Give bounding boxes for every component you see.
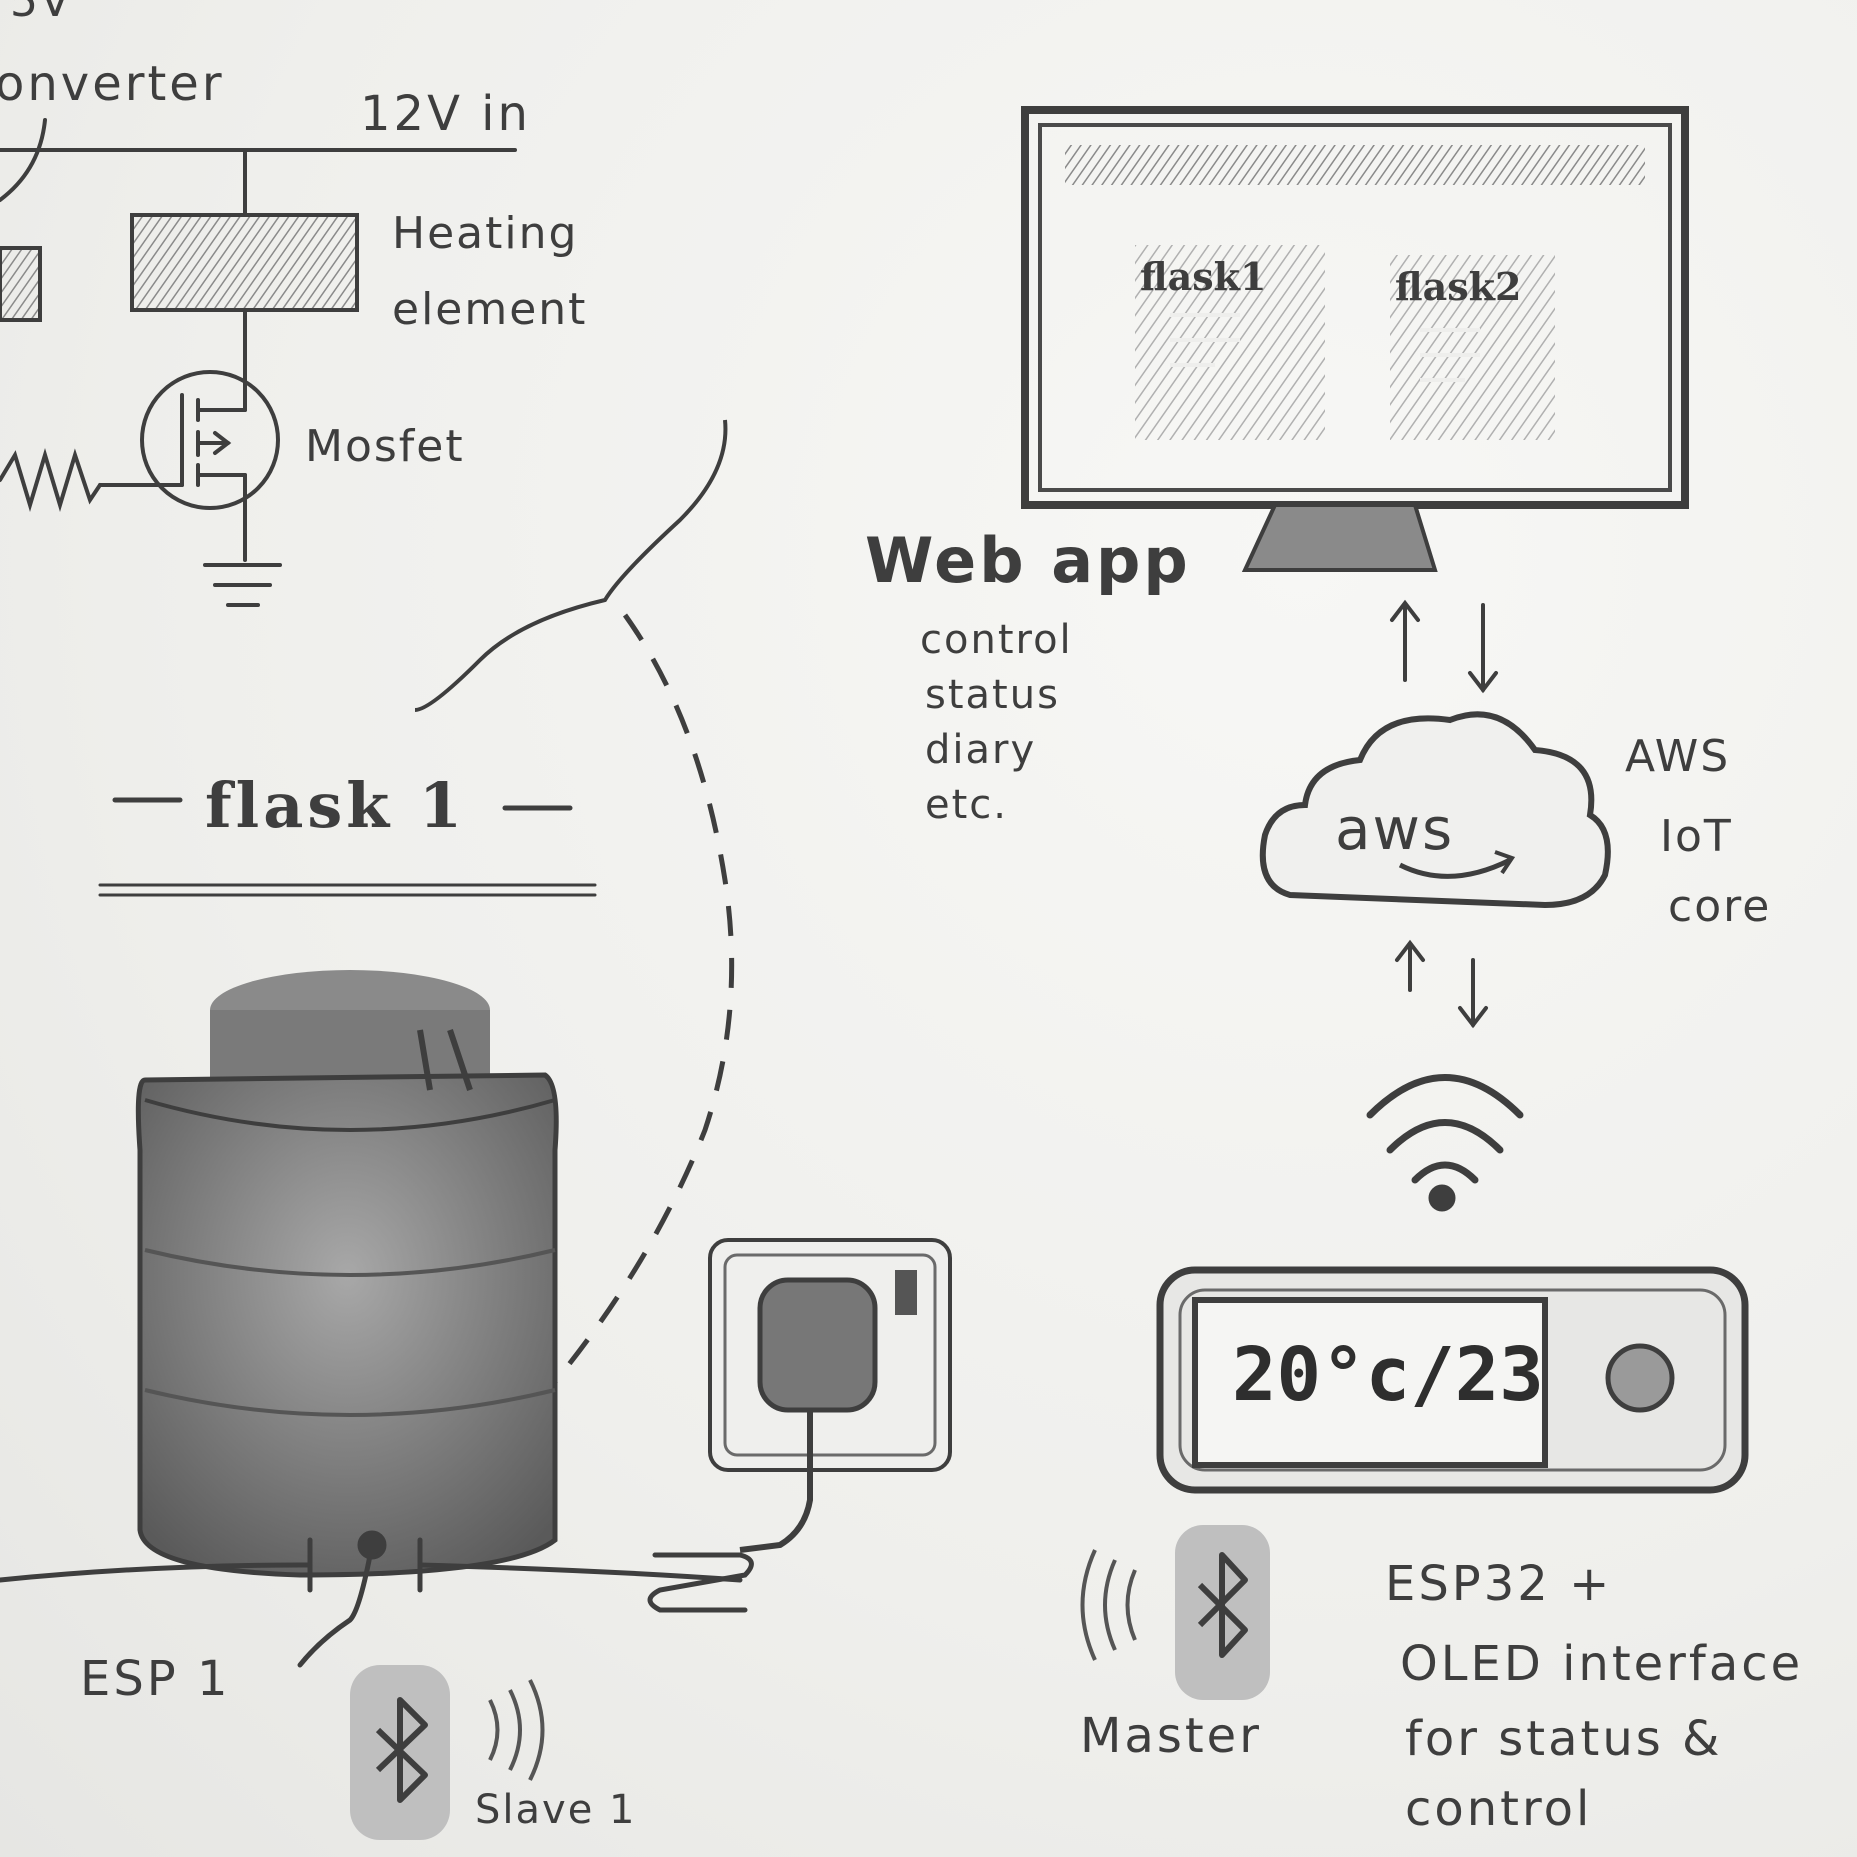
web-app-title: Web app: [865, 524, 1191, 597]
dashed-wireless-link: [538, 613, 735, 1402]
slave-label: Slave 1: [475, 1787, 637, 1833]
converter-top-label: 5V: [10, 0, 73, 27]
monitor-cloud-arrows: [1390, 599, 1498, 1029]
cloud-label-line1: AWS: [1625, 731, 1731, 782]
device-desc-line4: control: [1405, 1781, 1593, 1837]
web-feature-control: control: [920, 617, 1073, 663]
device-display-readout: 20°c/23: [1232, 1332, 1544, 1418]
master-label: Master: [1080, 1708, 1262, 1764]
base-cable: [0, 1530, 754, 1668]
flask-drawing: [135, 970, 559, 1578]
mosfet-label: Mosfet: [305, 421, 465, 472]
supply-label: 12V in: [360, 86, 531, 142]
bluetooth-master-icon: [1080, 1525, 1270, 1700]
antenna-curve: [414, 419, 728, 712]
device-desc-line1: ESP32 +: [1385, 1556, 1613, 1612]
heating-label-line2: element: [392, 284, 588, 335]
circuit-schematic: [0, 118, 517, 607]
cloud-label-line3: core: [1668, 881, 1772, 932]
heating-element-rect: [130, 213, 359, 312]
web-feature-status: status: [925, 672, 1060, 718]
cloud-label-line2: IoT: [1660, 811, 1733, 862]
flask-title: flask 1: [205, 769, 466, 842]
wall-socket: [708, 1238, 952, 1553]
bluetooth-slave-icon: [350, 1665, 545, 1840]
mosfet-symbol: [140, 370, 280, 510]
heating-label-line1: Heating: [392, 208, 579, 259]
monitor-drawing: [1021, 106, 1689, 572]
aws-logo: aws: [1335, 795, 1455, 863]
device-desc-line3: for status &: [1405, 1711, 1723, 1767]
converter-label: onverter: [0, 56, 225, 112]
panel2-label: flask2: [1395, 264, 1522, 309]
converter-box: [0, 246, 42, 322]
esp-label: ESP 1: [80, 1651, 231, 1707]
aws-cloud: [1259, 711, 1611, 909]
device-desc-line2: OLED interface: [1400, 1636, 1804, 1692]
web-feature-diary: diary: [925, 727, 1037, 773]
wifi-icon: [1366, 1074, 1524, 1212]
panel1-label: flask1: [1140, 254, 1267, 299]
converter-wire: [0, 118, 47, 202]
resistor-symbol: [0, 448, 102, 512]
web-feature-etc: etc.: [925, 782, 1008, 828]
flask-title-decor: [98, 797, 597, 897]
esp32-device: [1156, 1266, 1749, 1494]
